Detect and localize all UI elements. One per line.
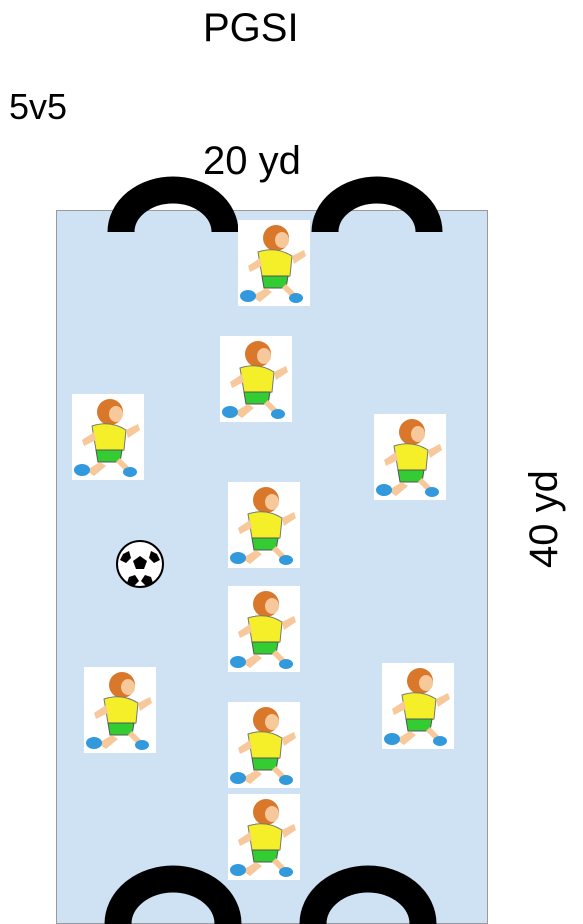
running-player-icon	[220, 336, 292, 422]
running-player-icon	[228, 794, 300, 880]
goal-arch-icon	[325, 190, 429, 232]
soccer-ball-icon	[115, 539, 165, 589]
goal-arch-icon	[313, 879, 423, 924]
running-player-icon	[238, 220, 310, 306]
goal-arch-icon	[118, 879, 228, 924]
running-player-icon	[228, 586, 300, 672]
running-player-icon	[228, 482, 300, 568]
running-player-icon	[228, 702, 300, 788]
running-player-icon	[374, 414, 446, 500]
running-player-icon	[84, 667, 156, 753]
goal-arch-icon	[121, 190, 225, 232]
running-player-icon	[382, 663, 454, 749]
running-player-icon	[72, 394, 144, 480]
